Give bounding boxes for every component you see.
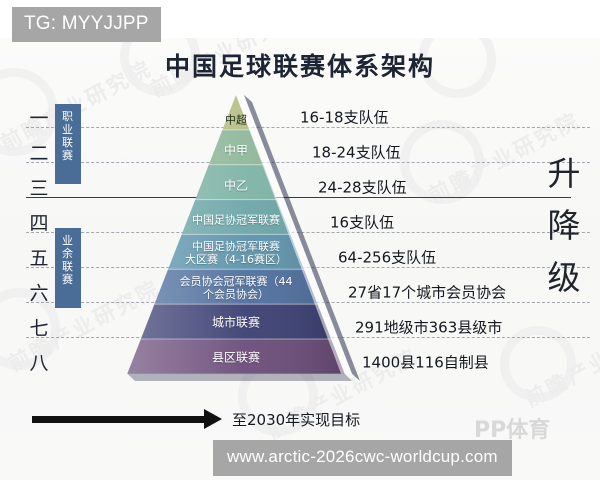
group-label-amateur-2: 联 — [62, 260, 74, 273]
group-box-amateur: 业 余 联 赛 — [55, 228, 81, 308]
group-label-amateur-1: 余 — [62, 247, 74, 260]
goal-arrow-group: 至2030年实现目标 — [32, 408, 360, 430]
tier-count-3: 24-28支队伍 — [318, 178, 407, 197]
group-label-amateur-0: 业 — [62, 234, 74, 247]
tier-index-8: 八 — [29, 352, 49, 375]
arrow-shaft — [32, 415, 204, 423]
group-label-professional-0: 职 — [62, 110, 74, 123]
group-label-professional-2: 联 — [62, 136, 74, 149]
tier-count-4: 16支队伍 — [330, 213, 395, 232]
tier-count-2: 18-24支队伍 — [312, 143, 401, 162]
tier-divider-5 — [26, 267, 590, 268]
group-label-amateur-3: 赛 — [62, 273, 74, 286]
tier-divider-4 — [26, 232, 590, 233]
telegram-tag-overlay: TG: MYYJJPP — [12, 7, 161, 42]
tier-index-7: 七 — [29, 317, 49, 340]
tier-index-5: 五 — [29, 247, 49, 270]
group-label-professional-1: 业 — [62, 123, 74, 136]
goal-label: 至2030年实现目标 — [232, 410, 361, 429]
tier-count-6: 27省17个城市会员协会 — [348, 283, 507, 302]
tier-count-8: 1400县116自制县 — [362, 353, 489, 372]
tier-divider-7 — [26, 337, 590, 338]
tier-count-1: 16-18支队伍 — [300, 108, 389, 127]
infographic-canvas: 前瞻产业研究院 前瞻产业研究院 前瞻产业研究院 前瞻产业研究院 前瞻产业研究院 … — [0, 38, 600, 480]
tier-divider-2 — [26, 162, 590, 163]
tier-index-1: 一 — [29, 107, 49, 130]
pp-sports-logo: PP体育 — [474, 418, 551, 443]
tier-count-7: 291地级市363县级市 — [355, 318, 503, 337]
tier-count-5: 64-256支队伍 — [338, 248, 437, 267]
arrow-head-icon — [204, 409, 222, 429]
tier-index-4: 四 — [29, 212, 49, 235]
group-label-professional-3: 赛 — [62, 149, 74, 162]
promotion-relegation-label: 升 降 级 — [542, 148, 586, 304]
promotion-relegation-char-1: 降 — [547, 206, 581, 245]
group-box-professional: 职 业 联 赛 — [55, 104, 81, 184]
professional-amateur-divider — [26, 197, 571, 198]
promotion-relegation-char-0: 升 — [547, 154, 581, 193]
url-overlay: www.arctic-2026cwc-worldcup.com — [213, 440, 512, 476]
promotion-relegation-char-2: 级 — [547, 258, 581, 297]
tier-index-3: 三 — [29, 177, 49, 200]
page-title: 中国足球联赛体系架构 — [164, 52, 435, 81]
